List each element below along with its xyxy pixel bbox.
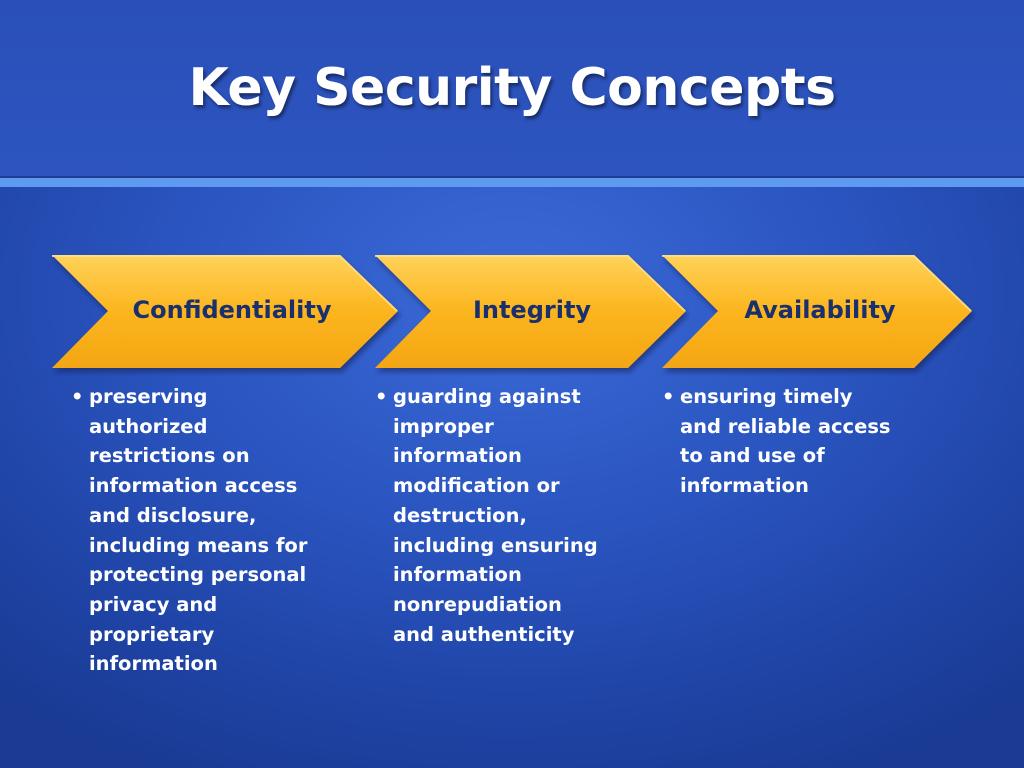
- description-line: preserving: [89, 385, 208, 408]
- description-line: information: [393, 563, 522, 587]
- description-line: including ensuring: [393, 533, 598, 557]
- description-line: restrictions on: [89, 444, 250, 468]
- chevron-highlight: [375, 255, 686, 312]
- description-line: authorized: [89, 414, 208, 438]
- header-band: [0, 0, 1024, 176]
- description-line: guarding against: [393, 385, 581, 408]
- description-line: modification or: [393, 474, 560, 498]
- divider-shadow: [0, 176, 1024, 178]
- chevron-confidentiality: [52, 255, 398, 368]
- description-line: information access: [89, 474, 298, 498]
- concept-description-confidentiality: • preserving authorized restrictions on …: [71, 382, 308, 679]
- concept-label-availability: Availability: [744, 296, 896, 324]
- description-line: destruction,: [393, 503, 527, 527]
- chevron-highlight: [662, 255, 972, 312]
- chevron-highlight: [52, 255, 398, 312]
- chevron-integrity: [375, 255, 686, 368]
- chevron-availability: [662, 255, 972, 368]
- divider-line: [0, 178, 1024, 187]
- concept-description-integrity: • guarding against improper information …: [375, 382, 598, 649]
- description-line: improper: [393, 414, 494, 438]
- bullet-marker: •: [375, 385, 388, 408]
- description-line: including means for: [89, 533, 308, 557]
- concept-description-availability: • ensuring timely and reliable access to…: [662, 382, 891, 501]
- description-line: nonrepudiation: [393, 592, 562, 616]
- description-line: and reliable access: [680, 414, 891, 438]
- description-line: and disclosure,: [89, 503, 257, 527]
- bullet-marker: •: [71, 385, 84, 408]
- description-line: privacy and: [89, 592, 218, 616]
- description-line: ensuring timely: [680, 385, 853, 408]
- description-line: information: [393, 444, 522, 468]
- description-line: information: [680, 474, 809, 498]
- bullet-marker: •: [662, 385, 675, 408]
- concept-label-integrity: Integrity: [472, 296, 592, 324]
- description-line: proprietary: [89, 622, 215, 646]
- description-line: to and use of: [680, 444, 825, 468]
- slide-title: Key Security Concepts: [188, 58, 836, 118]
- description-line: information: [89, 652, 218, 676]
- description-line: and authenticity: [393, 622, 575, 646]
- concept-label-confidentiality: Confidentiality: [132, 296, 332, 324]
- description-line: protecting personal: [89, 563, 307, 587]
